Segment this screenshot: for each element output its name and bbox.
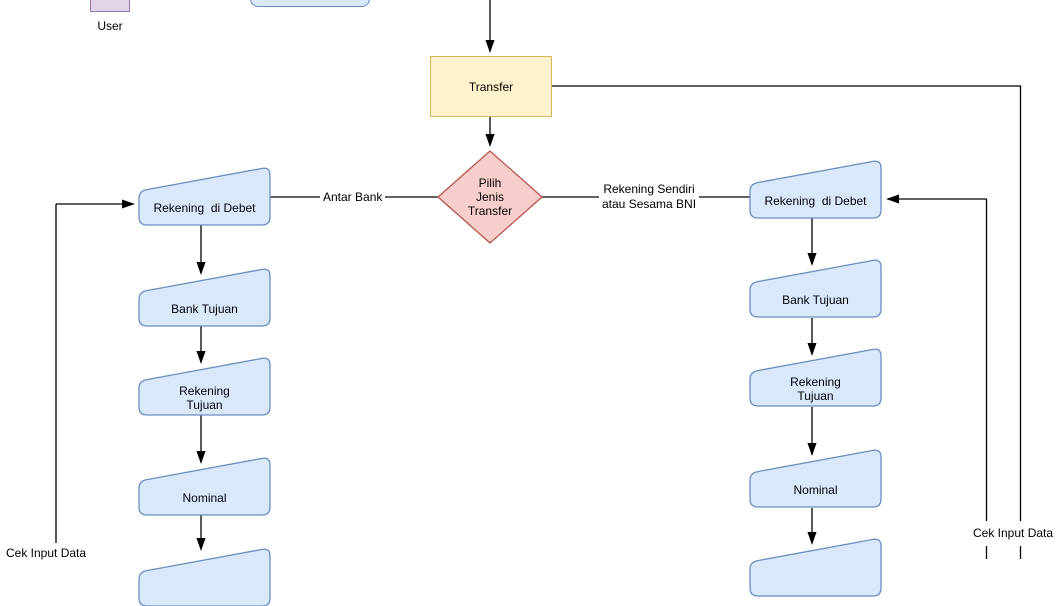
transfer-node-label: Transfer: [468, 79, 514, 94]
diamond-shape: [437, 150, 543, 244]
manual-input-shape: [138, 357, 271, 416]
right-step-bank-tujuan: Bank Tujuan: [749, 259, 882, 318]
branch-label-antar-bank: Antar Bank: [320, 190, 386, 205]
manual-input-shape: [749, 259, 882, 318]
manual-input-shape: [749, 348, 882, 407]
edge-left-feedback: [55, 199, 135, 543]
right-step-label: Rekening di Debet: [764, 193, 867, 208]
left-step-label: Rekening di Debet: [153, 200, 256, 215]
flowchart-canvas: { "palette": { "blue_fill": "#dae8fc", "…: [6, 0, 1057, 606]
feedback-label-left: Cek Input Data: [6, 546, 87, 560]
right-step-rekening-di-debet: Rekening di Debet: [749, 160, 882, 219]
left-step-label: Rekening Tujuan: [179, 383, 230, 412]
manual-input-shape: [749, 449, 882, 508]
left-step-label: Nominal: [182, 490, 227, 505]
manual-input-shape: [749, 160, 882, 219]
start-node: [250, 0, 370, 7]
manual-input-shape: [138, 268, 271, 327]
user-node-label: User: [97, 19, 123, 33]
left-step-label: Bank Tujuan: [171, 301, 238, 316]
right-step-rekening-tujuan: Rekening Tujuan: [749, 348, 882, 407]
user-node: [90, 0, 130, 12]
right-step-label: [750, 561, 881, 596]
left-step-partial: [138, 548, 271, 606]
manual-input-shape: [138, 457, 271, 516]
edge-right-feedback: [886, 194, 988, 559]
manual-input-shape: [138, 167, 271, 226]
right-step-label: Rekening Tujuan: [790, 374, 841, 403]
left-step-rekening-tujuan: Rekening Tujuan: [138, 357, 271, 416]
decision-node-label: Pilih Jenis Transfer: [467, 176, 513, 218]
left-step-rekening-di-debet: Rekening di Debet: [138, 167, 271, 226]
left-step-label: [139, 571, 270, 606]
decision-node: Pilih Jenis Transfer: [437, 150, 543, 244]
right-step-nominal: Nominal: [749, 449, 882, 508]
right-step-partial: [749, 538, 882, 597]
feedback-label-right: Cek Input Data: [970, 526, 1057, 541]
edge-transfer-right-loop: [552, 85, 1022, 559]
left-step-nominal: Nominal: [138, 457, 271, 516]
left-step-bank-tujuan: Bank Tujuan: [138, 268, 271, 327]
right-step-label: Bank Tujuan: [782, 292, 849, 307]
right-step-label: Nominal: [793, 482, 838, 497]
transfer-node: Transfer: [430, 56, 552, 117]
branch-label-rekening-sendiri: Rekening Sendiri atau Sesama BNI: [599, 182, 700, 212]
